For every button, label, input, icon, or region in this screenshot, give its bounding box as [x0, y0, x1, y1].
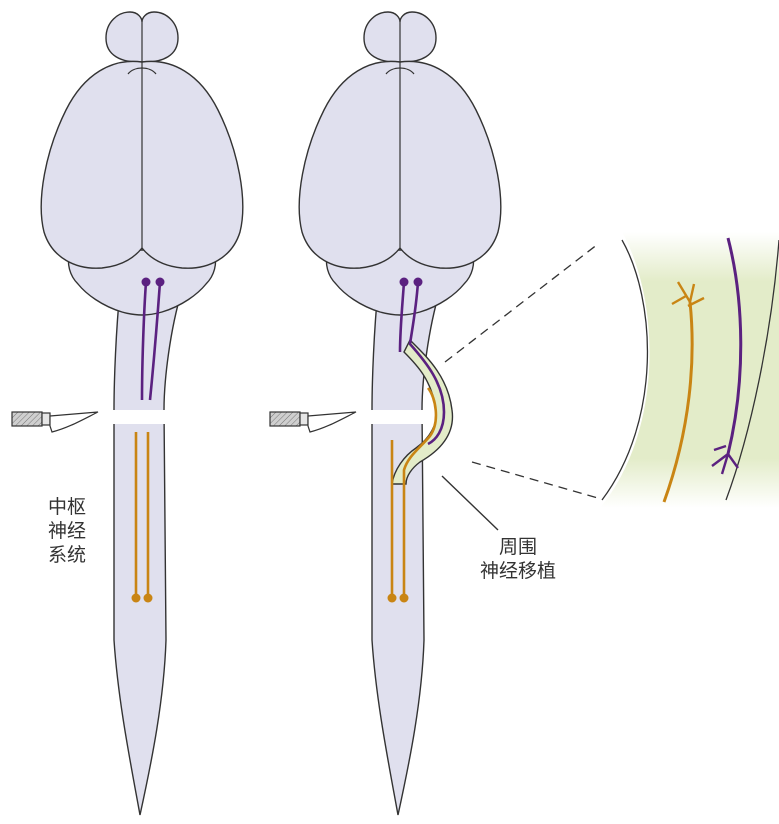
- cns-label: 中枢 神经 系统: [48, 495, 108, 567]
- left-cns: [41, 12, 243, 815]
- left-orange-soma-2: [144, 594, 153, 603]
- cns-label-line-3: 系统: [48, 543, 108, 567]
- right-orange-soma-2: [400, 594, 409, 603]
- cns-label-line-1: 中枢: [48, 495, 108, 519]
- cns-label-line-2: 神经: [48, 519, 108, 543]
- right-purple-soma-1: [400, 278, 409, 287]
- right-cns: [299, 12, 501, 815]
- scalpel-icon: [270, 412, 356, 432]
- left-orange-soma-1: [132, 594, 141, 603]
- graft-leader-line: [442, 476, 498, 530]
- scalpel-icon: [12, 412, 98, 432]
- left-cut-gap: [110, 410, 174, 424]
- left-purple-soma-2: [156, 278, 165, 287]
- zoom-line-bottom: [472, 462, 598, 498]
- right-purple-soma-2: [414, 278, 423, 287]
- graft-label-line-1: 周围: [458, 535, 578, 559]
- graft-label: 周围 神经移植: [458, 535, 578, 583]
- graft-zoom-inset: [600, 232, 779, 508]
- left-purple-soma-1: [142, 278, 151, 287]
- right-cut-gap: [368, 410, 432, 424]
- right-orange-soma-1: [388, 594, 397, 603]
- graft-label-line-2: 神经移植: [458, 559, 578, 583]
